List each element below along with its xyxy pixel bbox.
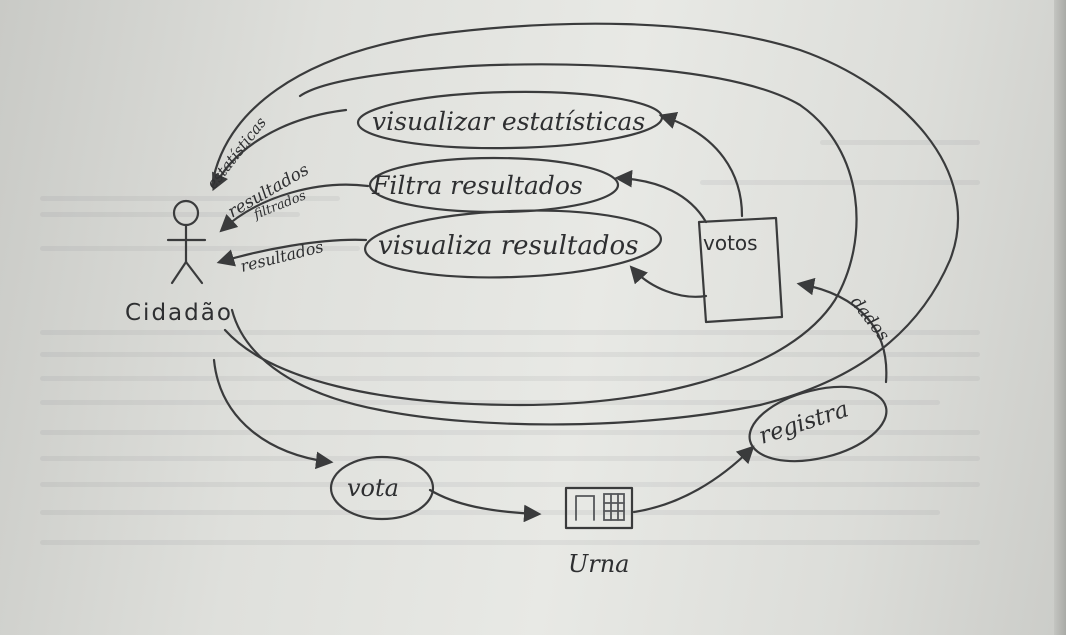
show-through-line [40,482,980,487]
process-visualiza-resultados-ellipse [363,209,663,279]
process-filtra-resultados-label: Filtra resultados [371,171,583,200]
show-through-line [820,140,980,145]
show-through-line [700,180,980,185]
flow-votos-to-estatisticas [658,112,744,218]
show-through-line [40,212,300,217]
flow-votos-to-visualiza [629,265,708,298]
inner-loop-line [223,63,858,407]
votos-datastore-label: votos [703,231,758,255]
flow-votos-to-filtra [614,169,708,224]
show-through-line [40,430,980,435]
ballot-box-icon [564,486,634,530]
process-registra-label: registra [756,396,852,449]
process-visualiza-resultados-label: visualiza resultados [378,231,639,261]
process-visualizar-estatisticas-label: visualizar estatísticas [372,107,645,136]
citizen-actor-icon [166,199,207,285]
show-through-line [40,540,980,545]
flow-dados-label: dados [846,293,893,346]
show-through-line [40,456,980,461]
flow-filtrados-to-citizen [219,183,370,233]
flow-registra-to-votos [796,277,888,384]
process-registra-ellipse [748,385,888,463]
show-through-line [40,246,360,251]
show-through-line [40,330,980,335]
outer-loop-line [210,22,960,426]
flow-resultados-to-citizen [216,238,368,267]
show-through-line [40,196,340,201]
show-through-line [40,510,940,515]
flow-resultados-label: resultados [238,237,325,276]
flow-estatisticas-label: estatísticas [203,113,270,192]
flow-urna-to-registra [632,445,755,514]
flow-citizen-to-vota [212,358,334,470]
votos-datastore-box [697,216,784,324]
process-vota-ellipse [329,455,435,521]
show-through-line [40,376,980,381]
show-through-line [40,352,980,357]
flow-vota-to-urna [428,488,542,523]
binder-edge [1054,0,1066,635]
actor-label: Cidadão [125,300,233,326]
device-urna-label: Urna [568,550,629,578]
flow-estatisticas-to-citizen [212,108,348,192]
show-through-line [40,400,940,405]
process-vota-label: vota [347,474,399,502]
